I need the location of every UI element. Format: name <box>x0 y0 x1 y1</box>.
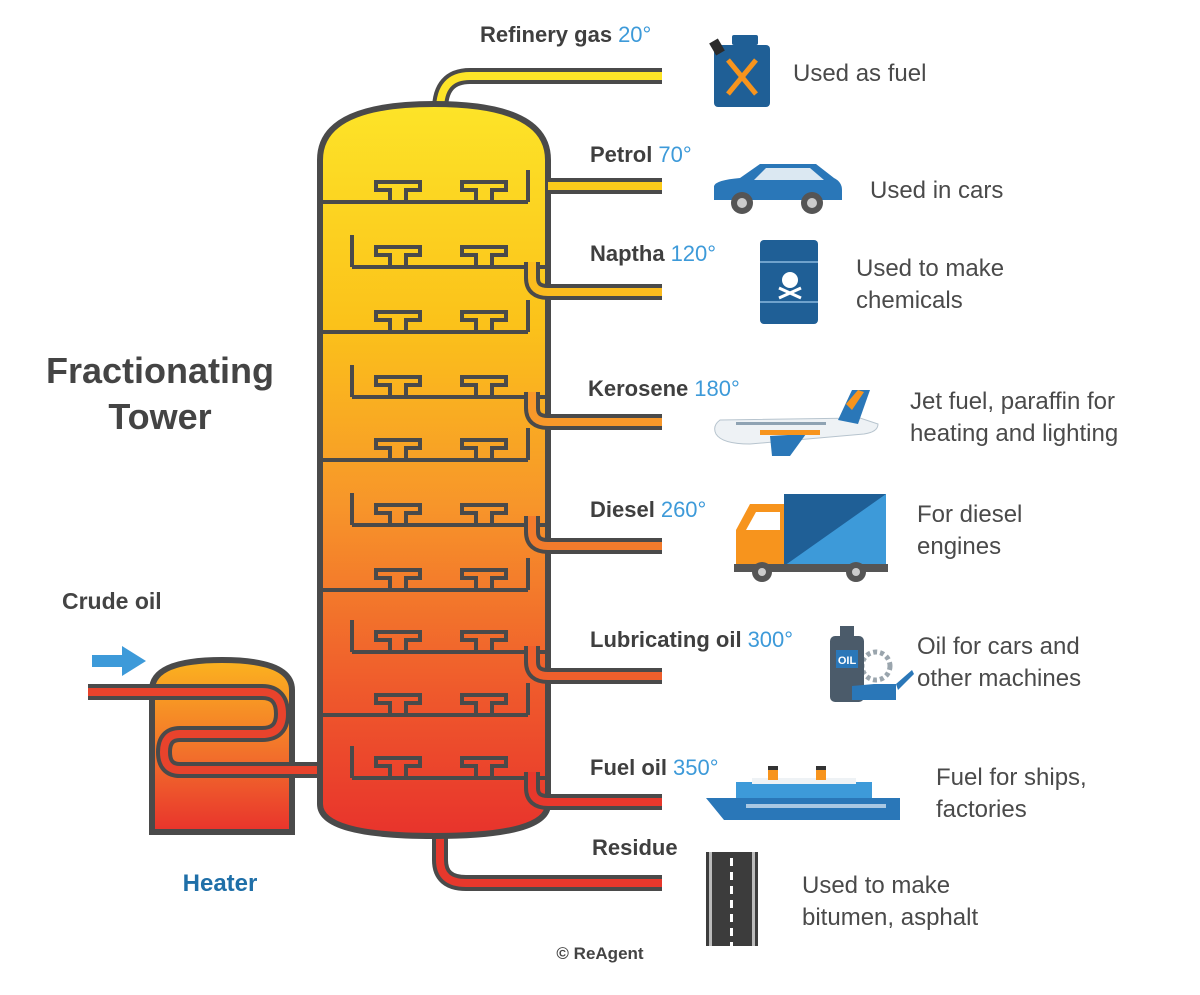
use-fuel-oil: Fuel for ships,factories <box>936 764 1087 823</box>
diagram-title: Fractionating Tower <box>40 348 280 440</box>
tray-10 <box>350 746 545 780</box>
tower-trays <box>323 170 545 780</box>
pipe-diesel <box>524 516 662 554</box>
heater <box>149 656 295 835</box>
tray-6 <box>350 493 545 527</box>
use-refinery-gas: Used as fuel <box>793 60 927 87</box>
road-icon <box>706 852 758 950</box>
tray-4 <box>350 365 545 399</box>
tray-8 <box>350 620 545 654</box>
tray-3 <box>323 300 530 334</box>
tray-5 <box>323 428 530 462</box>
fraction-label-residue: Residue <box>592 835 678 860</box>
copyright-label: © ReAgent <box>556 944 644 963</box>
heater-label: Heater <box>182 870 258 897</box>
title-line-1: Fractionating <box>45 350 274 391</box>
pipe-kerosene <box>524 392 662 430</box>
ship-icon <box>706 766 900 820</box>
crude-oil-label: Crude oil <box>62 588 162 614</box>
tray-7 <box>323 558 530 592</box>
use-petrol: Used in cars <box>870 177 1004 204</box>
fuel-can-icon <box>709 35 770 107</box>
pipe-fuel-oil <box>524 772 662 810</box>
truck-icon <box>734 494 888 582</box>
fractionating-tower <box>317 100 551 840</box>
pipe-lubricating-oil <box>524 646 662 684</box>
tray-9 <box>323 683 530 717</box>
airplane-icon <box>714 390 879 456</box>
outlet-pipes <box>524 178 662 810</box>
heater-coil <box>88 684 322 778</box>
title-line-2: Tower <box>108 396 212 437</box>
tray-2 <box>350 235 545 269</box>
oil-can-icon: OIL <box>830 626 914 702</box>
pipe-naptha <box>524 262 662 300</box>
pipe-residue <box>432 830 662 891</box>
car-icon <box>714 164 842 214</box>
product-icons: OIL <box>706 35 914 950</box>
chemical-barrel-icon <box>760 240 818 324</box>
crude-oil-arrow-icon <box>92 646 146 676</box>
tray-1 <box>323 170 530 204</box>
oil-can-label: OIL <box>838 655 857 667</box>
